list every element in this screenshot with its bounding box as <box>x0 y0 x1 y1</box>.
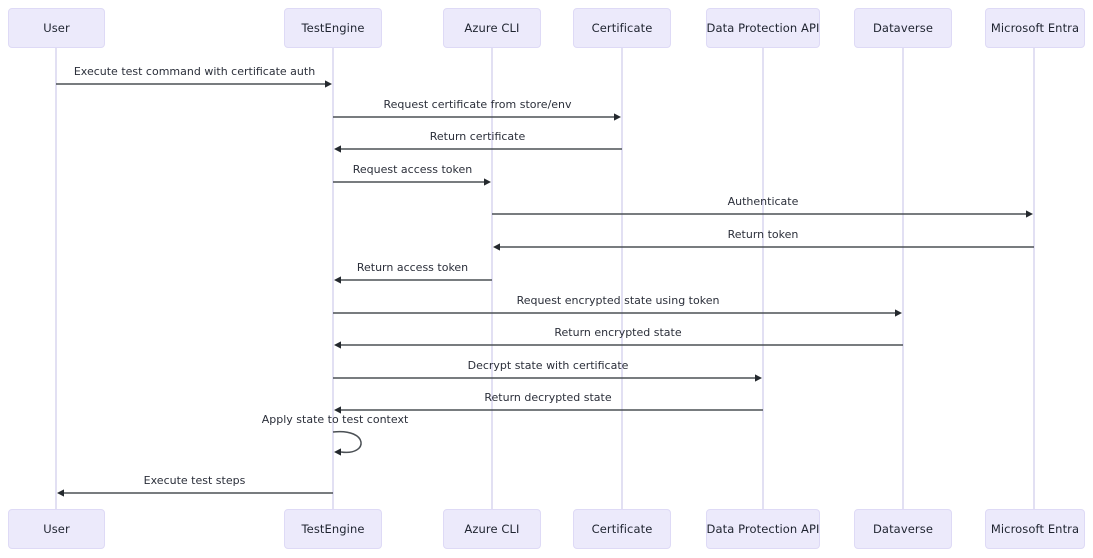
participant-entra-footer[interactable]: Microsoft Entra <box>985 509 1085 549</box>
participant-label: User <box>43 522 70 536</box>
message-label-7: Request encrypted state using token <box>516 294 720 307</box>
participant-testengine-footer[interactable]: TestEngine <box>284 509 382 549</box>
participant-label: Dataverse <box>872 21 934 35</box>
arrowhead <box>334 448 341 456</box>
message-label-11: Apply state to test context <box>261 413 409 426</box>
arrowhead <box>493 243 500 251</box>
participant-label: TestEngine <box>301 21 365 35</box>
participant-label: Azure CLI <box>464 522 520 536</box>
participant-certificate-header[interactable]: Certificate <box>573 8 671 48</box>
participant-label: TestEngine <box>301 522 365 536</box>
participant-entra-header[interactable]: Microsoft Entra <box>985 8 1085 48</box>
arrowhead <box>334 145 341 153</box>
message-label-2: Return certificate <box>429 130 526 143</box>
participant-label: Azure CLI <box>464 21 520 35</box>
participant-azurecli-footer[interactable]: Azure CLI <box>443 509 541 549</box>
participant-dataverse-footer[interactable]: Dataverse <box>854 509 952 549</box>
message-label-5: Return token <box>727 228 799 241</box>
arrowhead <box>614 113 621 121</box>
participant-user-header[interactable]: User <box>8 8 105 48</box>
message-label-3: Request access token <box>352 163 473 176</box>
message-line-self-11 <box>332 430 362 454</box>
arrowhead <box>334 406 341 414</box>
participant-label: Certificate <box>591 21 653 35</box>
arrowhead <box>484 178 491 186</box>
message-label-12: Execute test steps <box>143 474 246 487</box>
message-label-1: Request certificate from store/env <box>383 98 572 111</box>
arrowhead <box>334 276 341 284</box>
participant-azurecli-header[interactable]: Azure CLI <box>443 8 541 48</box>
arrowhead <box>325 80 332 88</box>
arrowhead <box>895 309 902 317</box>
message-label-6: Return access token <box>356 261 469 274</box>
message-label-8: Return encrypted state <box>554 326 682 339</box>
arrowhead <box>334 341 341 349</box>
message-label-9: Decrypt state with certificate <box>467 359 629 372</box>
participant-label: Certificate <box>591 522 653 536</box>
arrowhead <box>1026 210 1033 218</box>
participant-label: Microsoft Entra <box>990 522 1080 536</box>
message-label-4: Authenticate <box>727 195 799 208</box>
participant-dataprotection-header[interactable]: Data Protection API <box>706 8 820 48</box>
participant-certificate-footer[interactable]: Certificate <box>573 509 671 549</box>
participant-label: Data Protection API <box>706 21 820 35</box>
message-label-0: Execute test command with certificate au… <box>73 65 316 78</box>
participant-dataprotection-footer[interactable]: Data Protection API <box>706 509 820 549</box>
participant-label: Data Protection API <box>706 522 820 536</box>
participant-dataverse-header[interactable]: Dataverse <box>854 8 952 48</box>
arrowhead <box>57 489 64 497</box>
message-label-10: Return decrypted state <box>484 391 612 404</box>
participant-user-footer[interactable]: User <box>8 509 105 549</box>
participant-label: Microsoft Entra <box>990 21 1080 35</box>
participant-testengine-header[interactable]: TestEngine <box>284 8 382 48</box>
participant-label: User <box>43 21 70 35</box>
participant-label: Dataverse <box>872 522 934 536</box>
arrowhead <box>755 374 762 382</box>
